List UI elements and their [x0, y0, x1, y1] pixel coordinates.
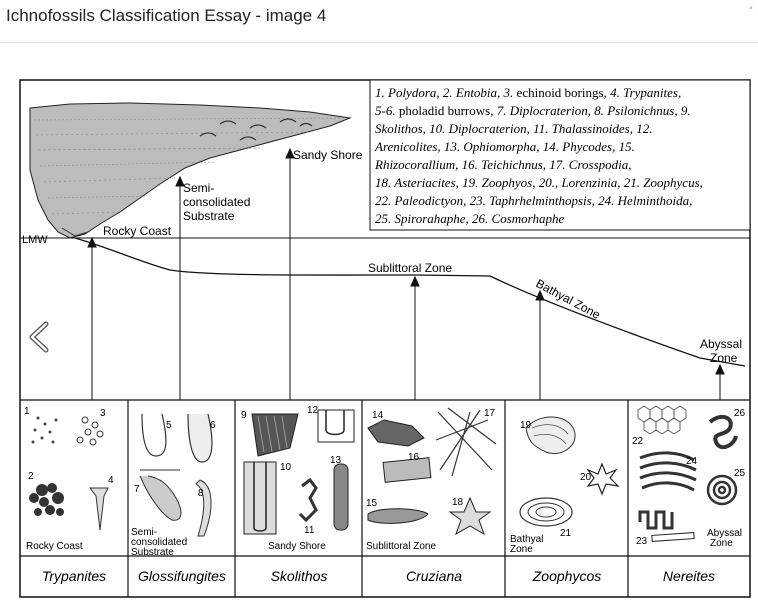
sublittoral-label: Sublittoral Zone — [368, 261, 452, 275]
legend-line-8: 25. Spirorahaphe, 26. Cosmorhaphe — [375, 211, 564, 226]
legend-text: 1. Polydora, 2. Entobia, 3. echinoid bor… — [374, 85, 703, 226]
fossil-number-13: 13 — [330, 455, 342, 466]
fossil-number-14: 14 — [372, 410, 384, 421]
panel-caption-abyssal-1: Abyssal — [707, 528, 742, 539]
coastline-cliff — [29, 102, 352, 239]
panel-caption-semi-2: consolidated — [131, 537, 187, 548]
panel-rocky-coast: 1 2 3 4 Rocky Coast — [24, 406, 114, 552]
legend-line-2: 5-6. pholadid burrows, 7. Diplocraterion… — [375, 103, 691, 118]
fossil-number-15: 15 — [366, 498, 378, 509]
fossil-number-5: 5 — [166, 420, 172, 431]
fossil-number-24: 24 — [686, 456, 698, 467]
legend-line-6: 18. Asteriacites, 19. Zoophyos, 20., Lor… — [375, 175, 703, 190]
abyssal-label-1: Abyssal — [700, 337, 742, 351]
legend-line-7: 22. Paleodictyon, 23. Taphrhelminthopsis… — [375, 193, 692, 208]
panel-grid — [20, 399, 750, 597]
fossil-number-19: 19 — [520, 420, 532, 431]
top-bar: Ichnofossils Classification Essay - imag… — [0, 0, 758, 43]
panel-caption-semi-1: Semi- — [131, 527, 157, 538]
ichnofacies-zoophycos: Zoophycos — [532, 568, 601, 584]
fossil-number-4: 4 — [108, 475, 114, 486]
fossil-number-18: 18 — [452, 497, 464, 508]
panel-caption-sandy: Sandy Shore — [268, 541, 326, 552]
ichnofacies-glossifungites: Glossifungites — [138, 568, 226, 584]
fossil-number-2: 2 — [28, 471, 34, 482]
fossil-number-12: 12 — [307, 405, 319, 416]
fossil-number-20: 20 — [580, 472, 592, 483]
panel-abyssal: 22 23 24 25 26 Abyssal Zone — [632, 405, 746, 549]
ichnofacies-nereites: Nereites — [663, 568, 715, 584]
legend-line-4: Arenicolites, 13. Ophiomorpha, 14. Phyco… — [374, 139, 635, 154]
fossil-number-7: 7 — [134, 484, 140, 495]
fossil-number-11: 11 — [304, 525, 315, 536]
fossil-number-6: 6 — [210, 420, 216, 431]
sandy-shore-label: Sandy Shore — [293, 148, 363, 162]
panel-semi-consolidated: 5 6 7 8 Semi- consolidated Substrate — [131, 413, 216, 558]
fossil-number-8: 8 — [198, 488, 204, 499]
semi-label-2: consolidated — [183, 195, 250, 209]
chevron-left-icon — [29, 321, 49, 353]
fossil-number-1: 1 — [24, 406, 30, 417]
legend-line-5: Rhizocorallium, 16. Teichichnus, 17. Cro… — [374, 157, 632, 172]
close-icon[interactable]: ˟ — [749, 5, 753, 15]
previous-image-button[interactable] — [26, 320, 52, 354]
panel-sublittoral: 14 15 16 17 18 Sublittoral Zone — [366, 407, 497, 552]
seafloor-profile — [74, 237, 746, 367]
fossil-number-23: 23 — [636, 536, 648, 547]
legend-line-1: 1. Polydora, 2. Entobia, 3. echinoid bor… — [375, 85, 681, 100]
zone-arrows — [87, 147, 725, 400]
panel-caption-abyssal-2: Zone — [710, 538, 733, 549]
fossil-number-3: 3 — [100, 408, 106, 419]
ichnofacies-cruziana: Cruziana — [406, 568, 462, 584]
panel-caption-sublittoral: Sublittoral Zone — [366, 541, 436, 552]
ichnofacies-skolithos: Skolithos — [271, 568, 328, 584]
panel-caption-semi-3: Substrate — [131, 547, 174, 558]
panel-sandy-shore: 9 10 11 12 13 Sandy Shore — [241, 405, 355, 552]
abyssal-label-2: Zone — [710, 351, 738, 365]
ichnofacies-trypanites: Trypanites — [42, 568, 106, 584]
fossil-number-26: 26 — [734, 408, 746, 419]
panel-bathyal: 19 20 21 Bathyal Zone — [510, 416, 620, 555]
lmw-label: LMW — [22, 234, 48, 246]
rocky-coast-label: Rocky Coast — [103, 224, 172, 238]
panel-caption-rocky: Rocky Coast — [26, 541, 83, 552]
page-title: Ichnofossils Classification Essay - imag… — [6, 6, 327, 25]
fossil-number-9: 9 — [241, 410, 247, 421]
semi-label-1: Semi- — [183, 181, 214, 195]
fossil-number-21: 21 — [560, 528, 572, 539]
semi-label-3: Substrate — [183, 209, 235, 223]
panel-caption-bathyal-1: Bathyal — [510, 534, 543, 545]
fossil-number-25: 25 — [734, 468, 746, 479]
fossil-number-22: 22 — [632, 436, 644, 447]
legend-box — [369, 79, 751, 231]
panel-caption-bathyal-2: Zone — [510, 544, 533, 555]
fossil-number-10: 10 — [280, 462, 292, 473]
fossil-number-16: 16 — [408, 452, 420, 463]
ichnofacies-row: Trypanites Glossifungites Skolithos Cruz… — [42, 568, 715, 584]
legend-line-3: Skolithos, 10. Diplocraterion, 11. Thala… — [375, 121, 652, 136]
fossil-number-17: 17 — [484, 408, 496, 419]
